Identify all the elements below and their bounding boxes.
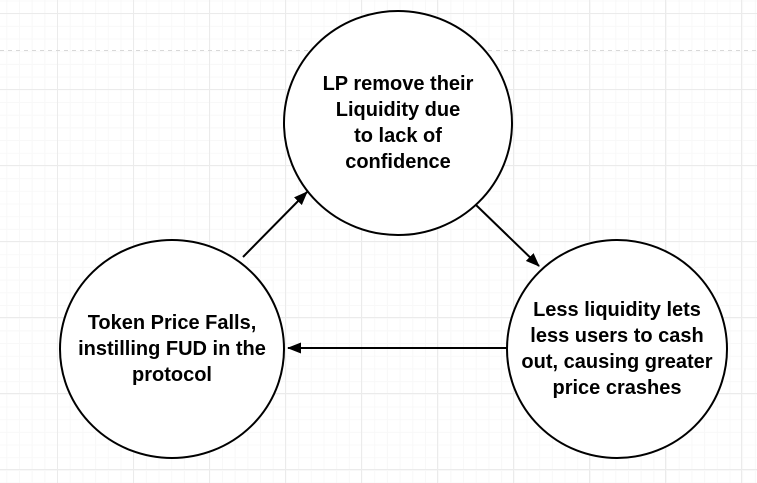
node-label-less-liquidity[interactable]: Less liquidity lets less users to cash o…	[521, 299, 713, 399]
edge-top-to-right[interactable]	[475, 204, 540, 267]
node-circle-top[interactable]	[283, 10, 513, 236]
node-label-token-price-falls[interactable]: Token Price Falls, instilling FUD in the…	[78, 312, 266, 386]
node-circle-left[interactable]	[59, 239, 285, 459]
edge-left-to-top[interactable]	[242, 191, 308, 258]
node-label-lp-remove-liquidity[interactable]: LP remove their Liquidity due to lack of…	[322, 73, 474, 173]
